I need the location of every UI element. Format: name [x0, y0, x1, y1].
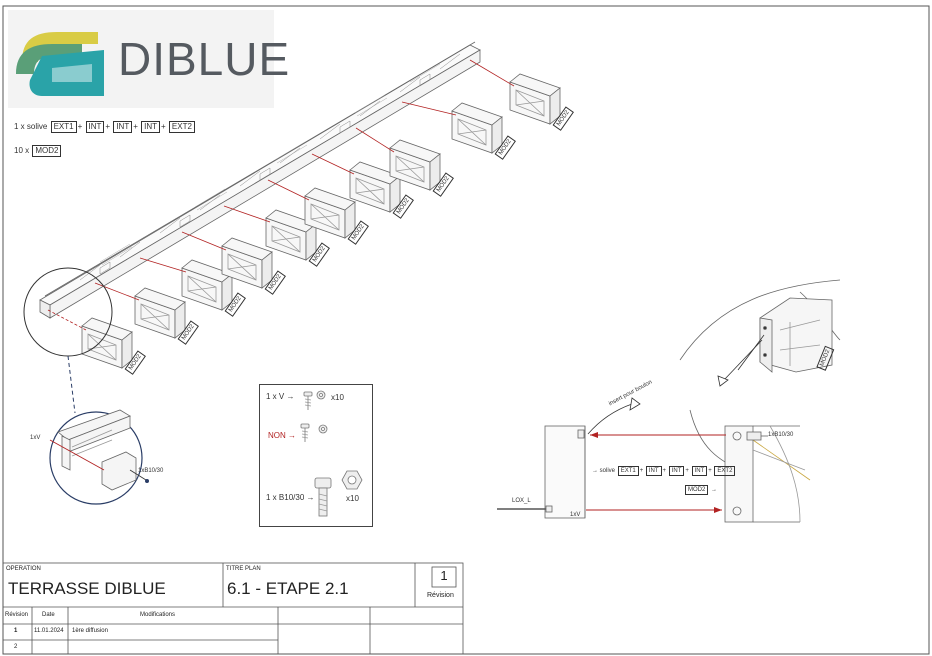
logo-wordmark: DIBLUE — [118, 33, 291, 85]
joist — [39, 41, 481, 319]
titre-value: 6.1 - ETAPE 2.1 — [227, 579, 349, 598]
item-int: INT — [691, 466, 708, 476]
module-box — [265, 209, 317, 261]
connector-line — [181, 231, 227, 251]
module-box — [389, 139, 441, 191]
item-ext2: EXT2 — [168, 121, 195, 133]
legend-qty: 1 x — [266, 493, 277, 502]
row2-rev: 2 — [14, 644, 18, 650]
connector-line — [223, 205, 271, 223]
bolt-label: 1xB10/30 — [768, 432, 794, 438]
detail-right — [497, 279, 841, 523]
item-int: INT — [668, 466, 685, 476]
revision-number: 1 — [440, 568, 448, 583]
item-int: INT — [141, 121, 160, 133]
module-box — [349, 161, 401, 213]
connector-line — [47, 309, 87, 331]
connector-line — [469, 59, 515, 87]
module-box — [304, 187, 356, 239]
connector-line — [267, 179, 310, 201]
header-date: Date — [42, 612, 55, 618]
connector-line — [401, 101, 457, 116]
module-box — [81, 317, 133, 369]
module-box — [181, 259, 233, 311]
legend-name: V — [278, 392, 285, 401]
legend-row-3: 1 x B10/30 → — [266, 493, 315, 502]
eye-icon — [717, 375, 729, 387]
parts-line-1: 1 x solive EXT1+ INT+ INT+ INT+ EXT2 — [14, 121, 196, 133]
item-int: INT — [85, 121, 105, 133]
modules — [81, 73, 561, 369]
item-ext1: EXT1 — [617, 466, 639, 476]
header-revision: Révision — [5, 612, 29, 618]
title-block — [2, 562, 464, 655]
solive-name: solive — [599, 468, 616, 474]
item-ext2: EXT2 — [714, 466, 736, 476]
module-box — [221, 237, 273, 289]
item-mod2: MOD2 — [32, 145, 62, 157]
label-1xv: 1xV — [30, 435, 41, 441]
revision-label: Révision — [427, 592, 454, 599]
item-ext1: EXT1 — [50, 121, 77, 133]
lox-label: LOX_L — [512, 498, 531, 504]
legend-row-2: NON → — [268, 431, 297, 440]
row1-mod: 1ère diffusion — [72, 628, 108, 634]
connector-line — [94, 282, 140, 301]
mod-line: MOD2 → — [684, 485, 717, 495]
diblue-logo-icon — [16, 32, 104, 96]
legend-icons — [300, 390, 363, 517]
detail-left-parts — [57, 409, 137, 491]
operation-value: TERRASSE DIBLUE — [8, 579, 166, 598]
legend-box — [259, 384, 373, 527]
header-modifications: Modifications — [140, 612, 176, 618]
legend-count-3: x10 — [346, 494, 359, 503]
connector-line — [355, 127, 395, 153]
legend-qty: 1 x — [266, 392, 277, 401]
label-bolt: 1xB10/30 — [138, 468, 164, 474]
item-mod2: MOD2 — [685, 485, 709, 495]
page-border — [2, 5, 930, 655]
connector-line — [311, 153, 355, 175]
legend-count-1: x10 — [331, 393, 344, 402]
detail-circle-bottom — [49, 411, 143, 505]
module-box — [134, 287, 186, 339]
pointer-icon — [629, 397, 641, 411]
titre-label: TITRE PLAN — [226, 566, 261, 572]
legend-row-1: 1 x V → — [266, 392, 295, 401]
part-name: solive — [26, 122, 48, 131]
connector-line — [139, 257, 187, 273]
vis-label: 1xV — [570, 512, 581, 518]
operation-label: OPERATION — [6, 566, 41, 572]
row1-date: 11.01.2024 — [34, 628, 64, 634]
qty-text: 10 x — [14, 146, 30, 155]
parts-line-2: 10 x MOD2 — [14, 145, 62, 157]
legend-name: B10/30 — [278, 493, 305, 502]
module-box — [509, 73, 561, 125]
logo: DIBLUE — [8, 10, 289, 108]
item-int: INT — [113, 121, 133, 133]
row1-rev: 1 — [14, 628, 18, 634]
item-int: INT — [645, 466, 662, 476]
module-box — [451, 102, 503, 154]
solive-line: → solive EXT1+ INT+ INT+ INT+ EXT2 — [592, 466, 736, 476]
detail-circle-top — [23, 267, 113, 357]
connector-lines — [47, 59, 515, 331]
qty-text: 1 x — [14, 122, 25, 131]
legend-non: NON — [268, 431, 286, 440]
